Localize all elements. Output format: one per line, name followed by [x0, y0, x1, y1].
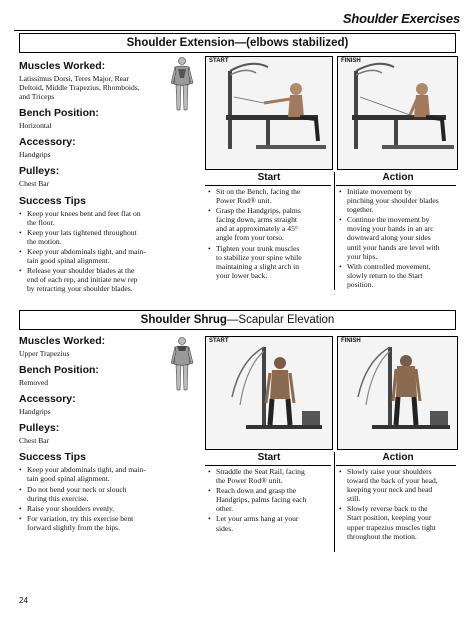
start-heading-rule: [205, 185, 331, 186]
start-column: Start Straddle the Seat Rail, facingthe …: [205, 452, 331, 534]
pulleys-value: Chest Bar: [19, 179, 50, 189]
muscles-heading: Muscles Worked:: [19, 335, 106, 347]
muscles-list: Upper Trapezius: [19, 349, 189, 358]
page-header-title: Shoulder Exercises: [342, 11, 460, 26]
muscles-heading: Muscles Worked:: [19, 60, 106, 72]
bench-value: Removed: [19, 378, 49, 388]
action-heading: Action: [382, 452, 414, 463]
page-number: 24: [19, 596, 28, 605]
exercise-2-subtitle: Scapular Elevation: [238, 314, 335, 326]
muscles-line: and Triceps: [19, 92, 55, 102]
exercise-2-title: Shoulder Shrug: [140, 314, 227, 326]
accessory-value: Handgrips: [19, 150, 51, 160]
start-label: START: [209, 338, 229, 344]
success-tips-list: Keep your knees bent and feet flat onthe…: [19, 209, 189, 294]
exercise-2-title-sep: —: [226, 314, 239, 326]
finish-label: FINISH: [341, 338, 361, 344]
accessory-heading: Accessory:: [19, 136, 76, 149]
finish-photo: FINISH: [337, 56, 458, 170]
exercise-2-title-bar: Shoulder Shrug—Scapular Elevation: [19, 310, 456, 330]
start-column: Start Sit on the Bench, facing thePower …: [205, 172, 331, 281]
exercise-1-info-column: Muscles Worked: Latissimus Dorsi, Teres …: [19, 60, 189, 294]
tip-item: Keep your abdominals tight, and main-tai…: [19, 465, 189, 483]
pulleys-heading: Pulleys:: [19, 165, 60, 178]
exercise-1-title: Shoulder Extension: [126, 37, 235, 49]
column-divider: [334, 172, 335, 290]
exercise-2-info-column: Muscles Worked: Upper Trapezius Bench Po…: [19, 335, 189, 533]
finish-label: FINISH: [341, 58, 361, 64]
start-photo: START: [205, 336, 333, 450]
bench-heading: Bench Position:: [19, 107, 99, 120]
tip-item: Keep your knees bent and feet flat onthe…: [19, 209, 189, 227]
exercise-1-title-bar: Shoulder Extension—(elbows stabilized): [19, 33, 456, 53]
success-tips-list: Keep your abdominals tight, and main-tai…: [19, 465, 189, 532]
exercise-1-title-sep: —: [234, 37, 247, 49]
exercise-1-subtitle: (elbows stabilized): [246, 37, 349, 49]
start-heading: Start: [257, 452, 281, 463]
pulleys-value: Chest Bar: [19, 436, 50, 446]
start-heading-rule: [205, 465, 331, 466]
accessory-value: Handgrips: [19, 407, 51, 417]
action-heading: Action: [382, 172, 414, 183]
column-divider: [334, 452, 335, 552]
pulleys-heading: Pulleys:: [19, 422, 60, 435]
muscles-list: Latissimus Dorsi, Teres Major, Rear Delt…: [19, 74, 189, 101]
muscles-line: Deltoid, Middle Trapezius, Rhomboids,: [19, 83, 140, 93]
tip-item: Keep your abdominals tight, and main-tai…: [19, 247, 189, 265]
header-rule: [14, 30, 460, 31]
muscles-line: Upper Trapezius: [19, 349, 70, 358]
bench-heading: Bench Position:: [19, 364, 99, 377]
success-tips-heading: Success Tips: [19, 451, 86, 464]
start-photo: START: [205, 56, 333, 170]
action-heading-rule: [336, 465, 456, 466]
tip-item: Raise your shoulders evenly.: [19, 504, 189, 513]
start-label: START: [209, 58, 229, 64]
muscles-line: Latissimus Dorsi, Teres Major, Rear: [19, 74, 129, 83]
action-column: Action Slowly raise your shoulderstoward…: [336, 452, 457, 542]
accessory-heading: Accessory:: [19, 393, 76, 406]
finish-photo: FINISH: [337, 336, 458, 450]
bench-value: Horizontal: [19, 121, 52, 131]
success-tips-heading: Success Tips: [19, 194, 86, 207]
anatomy-figure-back: [170, 56, 194, 112]
step-item: With controlled movement,slowly return t…: [339, 262, 457, 289]
anatomy-figure-back: [170, 336, 194, 392]
start-heading: Start: [257, 172, 281, 183]
tip-item: For variation, try this exercise bentfor…: [19, 514, 189, 532]
action-heading-rule: [336, 185, 456, 186]
